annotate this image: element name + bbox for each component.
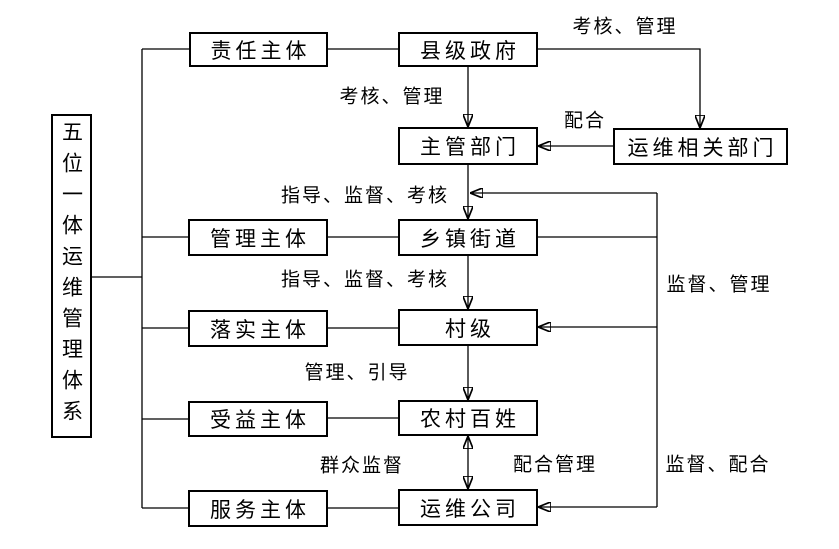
box-management-subject: 管理主体	[188, 219, 328, 256]
box-om-related-departments: 运维相关部门	[613, 128, 788, 165]
edge-label-cooperate-manage: 配合管理	[512, 453, 598, 476]
edge-label-assess-manage-top: 考核、管理	[572, 15, 678, 38]
edge-label-mass-supervision: 群众监督	[319, 454, 405, 477]
box-implementation-subject: 落实主体	[188, 310, 328, 347]
edge-label-supervise-manage: 监督、管理	[666, 273, 772, 296]
box-village-level: 村级	[398, 309, 538, 346]
box-competent-department: 主管部门	[398, 127, 538, 165]
box-om-company: 运维公司	[398, 489, 538, 526]
box-beneficiary-subject: 受益主体	[188, 401, 328, 437]
box-rural-residents: 农村百姓	[398, 400, 538, 436]
box-service-subject: 服务主体	[188, 490, 328, 527]
edge-label-guide-supervise-assess-lower: 指导、监督、考核	[280, 268, 450, 291]
edge-label-assess-manage-left: 考核、管理	[339, 85, 445, 108]
edge-label-guide-supervise-assess-upper: 指导、监督、考核	[280, 184, 450, 207]
box-town-street: 乡镇街道	[398, 219, 538, 256]
arrow-county-to-related	[538, 48, 700, 128]
edge-label-manage-guide: 管理、引导	[304, 361, 410, 384]
edge-label-supervise-cooperate: 监督、配合	[665, 453, 771, 476]
system-title-box: 五位一体运维管理体系	[51, 114, 92, 438]
edge-label-cooperate: 配合	[563, 109, 607, 132]
box-responsibility-subject: 责任主体	[189, 32, 328, 67]
box-county-government: 县级政府	[398, 32, 538, 67]
